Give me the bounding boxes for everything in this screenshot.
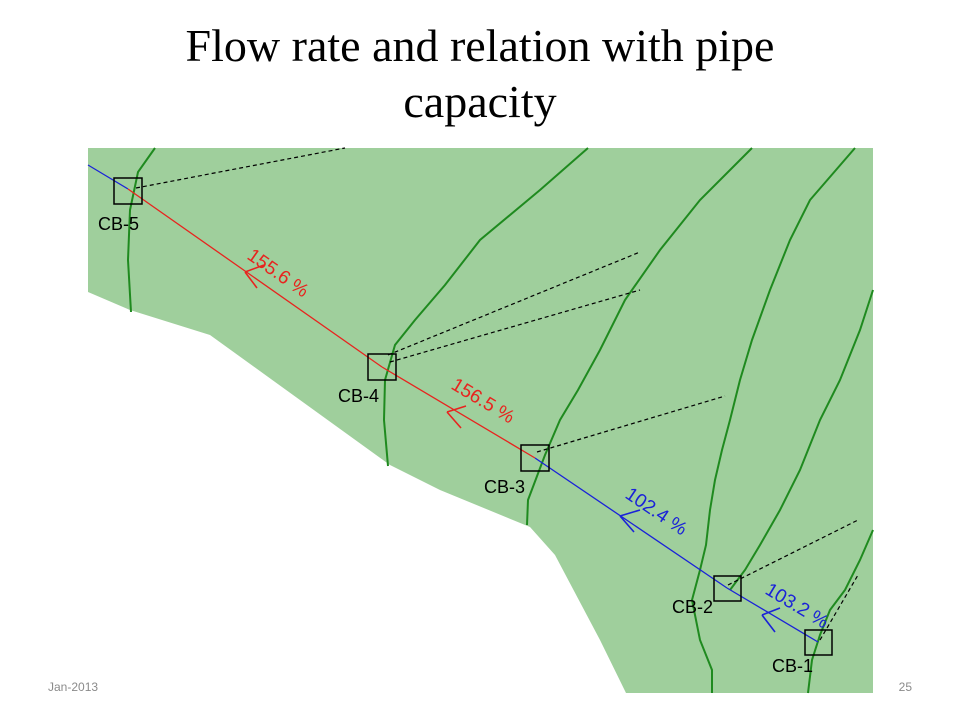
- contour-lines: [126, 147, 874, 694]
- inlet-connection-line: [387, 251, 641, 356]
- catch-basin-cb2[interactable]: [713, 575, 742, 602]
- slide-title: Flow rate and relation with pipe capacit…: [0, 18, 960, 130]
- flow-arrow-icon: [244, 264, 265, 289]
- pipe-cb4-to-cb5[interactable]: [127, 188, 383, 368]
- contour-line: [807, 529, 874, 694]
- catch-basin-label: CB-2: [672, 597, 713, 617]
- contour-line: [729, 289, 874, 591]
- inlet-connection-line: [389, 289, 641, 363]
- contour-line: [382, 147, 589, 467]
- footer-date: Jan-2013: [48, 680, 99, 694]
- pipe-segments: [127, 188, 819, 643]
- flow-arrows: [244, 264, 781, 633]
- pipe-cb3-to-cb4[interactable]: [381, 366, 536, 459]
- catch-basin-cb1[interactable]: [804, 629, 833, 656]
- catch-basin-label: CB-4: [338, 386, 379, 406]
- pipe-stub: [87, 164, 129, 190]
- inlet-connection-line: [727, 519, 859, 586]
- inlet-connection-line: [819, 574, 859, 641]
- catch-basins: CB-5 CB-4 CB-3 CB-2 CB-1: [98, 177, 833, 676]
- title-line-2: capacity: [403, 76, 557, 127]
- catch-basin-cb5[interactable]: [113, 177, 143, 205]
- flow-arrow-icon: [761, 607, 781, 633]
- inlet-connection-line: [135, 147, 346, 189]
- page-number: 25: [898, 680, 912, 694]
- catch-basin-label: CB-3: [484, 477, 525, 497]
- catch-basin-cb3[interactable]: [520, 444, 550, 472]
- inlet-connection-line: [536, 395, 726, 453]
- flow-arrow-icon: [446, 405, 467, 429]
- title-line-1: Flow rate and relation with pipe: [185, 20, 775, 71]
- contour-line: [526, 147, 753, 526]
- pipe-cb1-to-cb2[interactable]: [726, 587, 819, 643]
- flow-arrow-icon: [619, 509, 641, 533]
- inlet-connections: [135, 147, 859, 641]
- catch-basin-cb4[interactable]: [367, 353, 397, 381]
- catch-basin-label: CB-1: [772, 656, 813, 676]
- contour-line: [126, 147, 156, 313]
- pipe-cb2-to-cb3[interactable]: [534, 457, 728, 589]
- terrain-area: [88, 148, 873, 693]
- contour-line: [690, 147, 856, 693]
- catch-basin-label: CB-5: [98, 214, 139, 234]
